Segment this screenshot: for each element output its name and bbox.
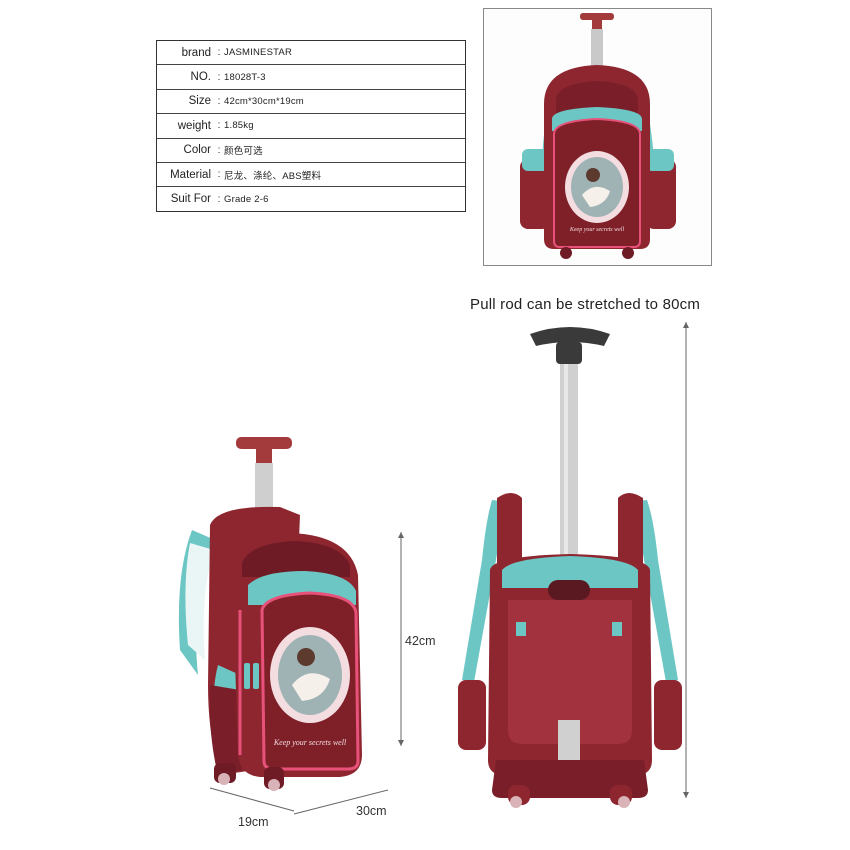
spec-value: JASMINESTAR	[224, 47, 293, 59]
spec-row-number: NO. : 18028T-3	[157, 65, 465, 90]
spec-label: brand	[181, 46, 211, 59]
depth-label: 19cm	[238, 815, 269, 829]
spec-row-color: Color : 颜色可选	[157, 139, 465, 163]
spec-value: 1.85kg	[224, 120, 254, 132]
product-photo-frame: Keep your secrets well	[483, 8, 712, 266]
bag-print-text: Keep your secrets well	[273, 738, 347, 747]
height-label: 42cm	[405, 634, 436, 648]
spec-row-brand: brand : JASMINESTAR	[157, 41, 465, 66]
height-dimension-line	[398, 532, 404, 746]
spec-separator: :	[217, 71, 221, 83]
spec-label: Suit For	[170, 193, 211, 206]
spec-separator: :	[217, 144, 221, 156]
spec-value: Grade 2-6	[224, 193, 269, 205]
width-dimension-line	[293, 789, 389, 815]
width-label: 30cm	[356, 804, 387, 818]
spec-separator: :	[217, 193, 221, 205]
bag-print-text: Keep your secrets well	[569, 227, 625, 233]
spec-value: 18028T-3	[224, 71, 266, 83]
spec-row-size: Size : 42cm*30cm*19cm	[157, 90, 465, 115]
spec-separator: :	[217, 47, 221, 59]
spec-value: 42cm*30cm*19cm	[224, 95, 304, 107]
spec-value: 尼龙、涤纶、ABS塑料	[224, 170, 322, 182]
spec-separator: :	[217, 120, 221, 132]
spec-label: weight	[177, 119, 211, 132]
spec-table: brand : JASMINESTAR NO. : 18028T-3 Size …	[156, 40, 466, 212]
backpack-back-image	[458, 327, 682, 808]
backpack-side-image: Keep your secrets well	[178, 437, 362, 791]
spec-separator: :	[217, 169, 221, 181]
pull-rod-headline: Pull rod can be stretched to 80cm	[470, 296, 701, 313]
rod-extension-dimension-line	[683, 322, 689, 798]
spec-label: NO.	[190, 71, 211, 84]
spec-label: Material	[170, 168, 211, 181]
spec-label: Size	[188, 95, 211, 108]
spec-row-material: Material : 尼龙、涤纶、ABS塑料	[157, 163, 465, 188]
spec-label: Color	[183, 144, 211, 157]
depth-dimension-line	[209, 787, 295, 812]
spec-value: 颜色可选	[224, 146, 263, 158]
backpack-front-image: Keep your secrets well	[520, 13, 676, 259]
spec-row-weight: weight : 1.85kg	[157, 114, 465, 139]
spec-row-suit-for: Suit For : Grade 2-6	[157, 187, 465, 210]
spec-separator: :	[217, 95, 221, 107]
